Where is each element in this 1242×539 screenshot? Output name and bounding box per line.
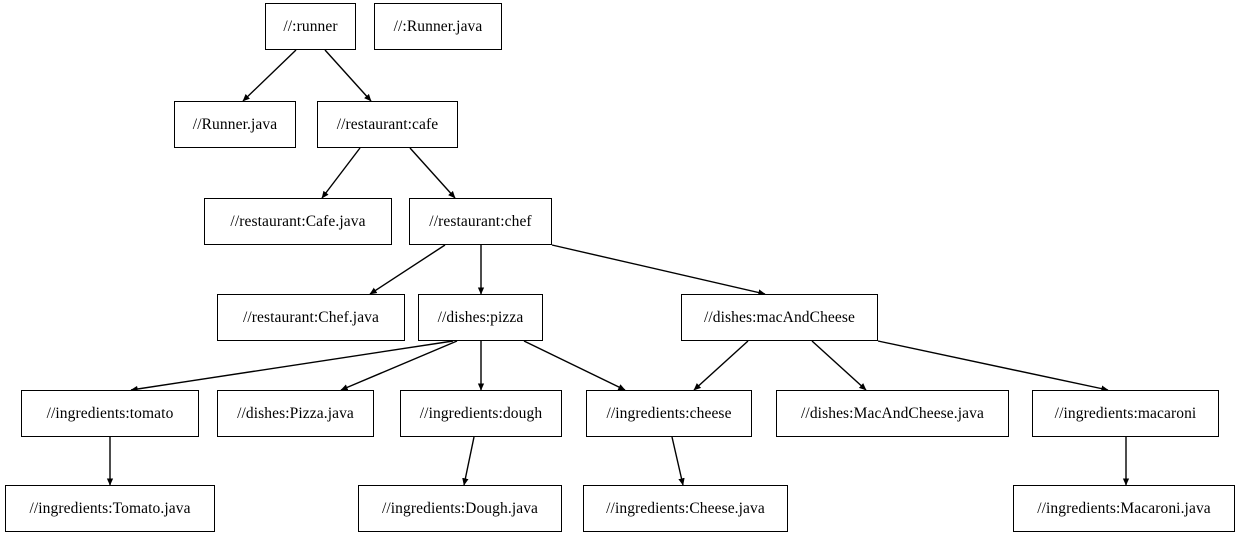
graph-node-macaroni_java[interactable]: //ingredients:Macaroni.java bbox=[1013, 485, 1235, 532]
graph-node-label: //dishes:macAndCheese bbox=[703, 308, 856, 326]
graph-node-mac_java[interactable]: //dishes:MacAndCheese.java bbox=[776, 390, 1009, 437]
graph-node-dishes_mac[interactable]: //dishes:macAndCheese bbox=[681, 294, 878, 341]
graph-node-ing_dough[interactable]: //ingredients:dough bbox=[400, 390, 562, 437]
graph-node-label: //restaurant:Chef.java bbox=[242, 308, 380, 326]
graph-node-label: //Runner.java bbox=[192, 115, 278, 133]
graph-node-pizza_java[interactable]: //dishes:Pizza.java bbox=[217, 390, 374, 437]
graph-node-label: //restaurant:Cafe.java bbox=[230, 212, 366, 230]
graph-node-label: //:runner bbox=[283, 17, 338, 35]
graph-node-label: //ingredients:dough bbox=[419, 404, 543, 422]
graph-node-runner_java_root[interactable]: //:Runner.java bbox=[374, 3, 502, 50]
graph-node-label: //ingredients:tomato bbox=[46, 404, 174, 422]
graph-node-cheese_java[interactable]: //ingredients:Cheese.java bbox=[583, 485, 788, 532]
graph-node-label: //ingredients:Macaroni.java bbox=[1037, 499, 1211, 517]
graph-node-dough_java[interactable]: //ingredients:Dough.java bbox=[358, 485, 562, 532]
graph-node-tomato_java[interactable]: //ingredients:Tomato.java bbox=[5, 485, 215, 532]
graph-node-label: //ingredients:cheese bbox=[606, 404, 732, 422]
graph-node-label: //restaurant:cafe bbox=[336, 115, 439, 133]
graph-node-restaurant_cafe[interactable]: //restaurant:cafe bbox=[317, 101, 458, 148]
graph-node-cafe_java[interactable]: //restaurant:Cafe.java bbox=[204, 198, 392, 245]
graph-node-ing_cheese[interactable]: //ingredients:cheese bbox=[586, 390, 752, 437]
graph-node-label: //ingredients:Cheese.java bbox=[606, 499, 765, 517]
graph-node-chef_java[interactable]: //restaurant:Chef.java bbox=[217, 294, 405, 341]
graph-node-restaurant_chef[interactable]: //restaurant:chef bbox=[409, 198, 552, 245]
graph-node-ing_macaroni[interactable]: //ingredients:macaroni bbox=[1032, 390, 1219, 437]
graph-node-ing_tomato[interactable]: //ingredients:tomato bbox=[21, 390, 199, 437]
graph-node-runner_java[interactable]: //Runner.java bbox=[174, 101, 296, 148]
graph-node-label: //ingredients:Tomato.java bbox=[29, 499, 191, 517]
graph-node-label: //ingredients:macaroni bbox=[1054, 404, 1197, 422]
graph-node-label: //dishes:Pizza.java bbox=[237, 404, 354, 422]
graph-node-dishes_pizza[interactable]: //dishes:pizza bbox=[418, 294, 543, 341]
graph-node-label: //restaurant:chef bbox=[429, 212, 532, 230]
graph-node-runner[interactable]: //:runner bbox=[265, 3, 356, 50]
graph-node-label: //:Runner.java bbox=[393, 17, 483, 35]
graph-node-label: //dishes:pizza bbox=[437, 308, 524, 326]
graph-node-label: //ingredients:Dough.java bbox=[381, 499, 539, 517]
graph-node-label: //dishes:MacAndCheese.java bbox=[801, 404, 984, 422]
